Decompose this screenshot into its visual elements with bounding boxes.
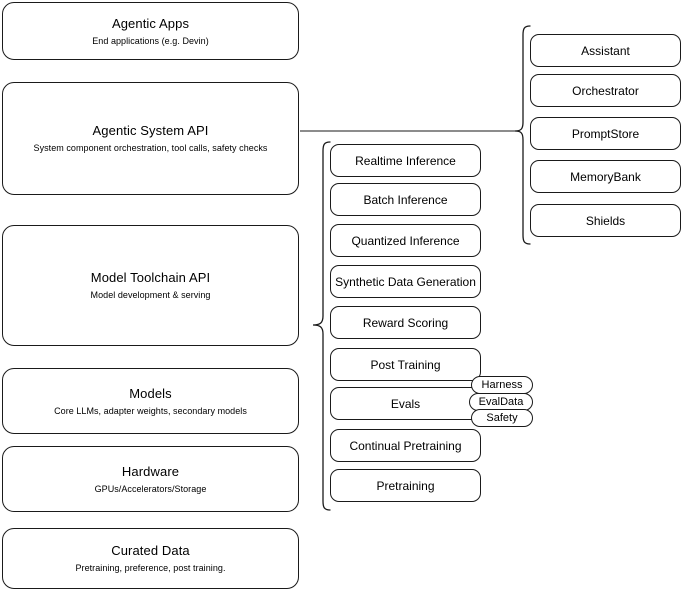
capability-quantized-inference[interactable]: Quantized Inference bbox=[330, 224, 481, 257]
evals-tag-label: Safety bbox=[486, 412, 518, 424]
evals-tag-evaldata[interactable]: EvalData bbox=[469, 393, 533, 411]
stack-layer-title: Agentic Apps bbox=[111, 15, 190, 31]
evals-tag-safety[interactable]: Safety bbox=[471, 409, 533, 427]
capability-label: Post Training bbox=[370, 357, 441, 372]
stack-layer-title: Hardware bbox=[121, 463, 180, 479]
capability-label: Batch Inference bbox=[363, 192, 448, 207]
stack-layer-subtitle: GPUs/Accelerators/Storage bbox=[94, 483, 207, 494]
stack-layer-title: Models bbox=[129, 385, 172, 401]
capability-label: Quantized Inference bbox=[351, 233, 460, 248]
brace-model-toolchain-capabilities bbox=[310, 140, 332, 512]
stack-layer-hardware[interactable]: Hardware GPUs/Accelerators/Storage bbox=[2, 446, 299, 512]
stack-layer-agentic-apps[interactable]: Agentic Apps End applications (e.g. Devi… bbox=[2, 2, 299, 60]
capability-post-training[interactable]: Post Training bbox=[330, 348, 481, 381]
component-assistant[interactable]: Assistant bbox=[530, 34, 681, 67]
stack-layer-title: Agentic System API bbox=[92, 123, 209, 138]
capability-synthetic-data-generation[interactable]: Synthetic Data Generation bbox=[330, 265, 481, 298]
capability-reward-scoring[interactable]: Reward Scoring bbox=[330, 306, 481, 339]
brace-agentic-system-components bbox=[512, 24, 534, 246]
stack-layer-subtitle: Core LLMs, adapter weights, secondary mo… bbox=[54, 405, 247, 416]
stack-layer-title: Curated Data bbox=[111, 543, 190, 558]
capability-label: Reward Scoring bbox=[362, 315, 449, 330]
component-memorybank[interactable]: MemoryBank bbox=[530, 160, 681, 193]
component-label: Assistant bbox=[581, 43, 630, 58]
capability-label: Realtime Inference bbox=[355, 153, 456, 168]
capability-label: Evals bbox=[390, 396, 421, 411]
component-promptstore[interactable]: PromptStore bbox=[530, 117, 681, 150]
evals-tag-label: Harness bbox=[481, 379, 523, 391]
component-shields[interactable]: Shields bbox=[530, 204, 681, 237]
capability-batch-inference[interactable]: Batch Inference bbox=[330, 183, 481, 216]
capability-continual-pretraining[interactable]: Continual Pretraining bbox=[330, 429, 481, 462]
stack-layer-agentic-system-api[interactable]: Agentic System API System component orch… bbox=[2, 82, 299, 195]
connector-agentic-system-api-to-components bbox=[300, 126, 522, 136]
stack-layer-subtitle: Model development & serving bbox=[90, 290, 211, 300]
capability-realtime-inference[interactable]: Realtime Inference bbox=[330, 144, 481, 177]
capability-label: Continual Pretraining bbox=[349, 438, 462, 453]
capability-pretraining[interactable]: Pretraining bbox=[330, 469, 481, 502]
component-label: PromptStore bbox=[571, 126, 640, 141]
evals-tag-harness[interactable]: Harness bbox=[471, 376, 533, 394]
capability-label: Pretraining bbox=[376, 478, 435, 493]
component-label: MemoryBank bbox=[570, 169, 641, 184]
component-orchestrator[interactable]: Orchestrator bbox=[530, 74, 681, 107]
component-label: Shields bbox=[585, 213, 626, 228]
evals-tag-label: EvalData bbox=[478, 396, 524, 408]
stack-layer-subtitle: Pretraining, preference, post training. bbox=[75, 563, 226, 573]
stack-layer-subtitle: End applications (e.g. Devin) bbox=[92, 35, 209, 46]
capability-evals[interactable]: Evals bbox=[330, 387, 481, 420]
stack-layer-curated-data[interactable]: Curated Data Pretraining, preference, po… bbox=[2, 528, 299, 589]
capability-label: Synthetic Data Generation bbox=[335, 274, 476, 289]
stack-layer-title: Model Toolchain API bbox=[90, 270, 211, 285]
stack-layer-models[interactable]: Models Core LLMs, adapter weights, secon… bbox=[2, 368, 299, 434]
stack-layer-subtitle: System component orchestration, tool cal… bbox=[33, 143, 268, 153]
stack-layer-model-toolchain-api[interactable]: Model Toolchain API Model development & … bbox=[2, 225, 299, 346]
component-label: Orchestrator bbox=[572, 83, 639, 98]
